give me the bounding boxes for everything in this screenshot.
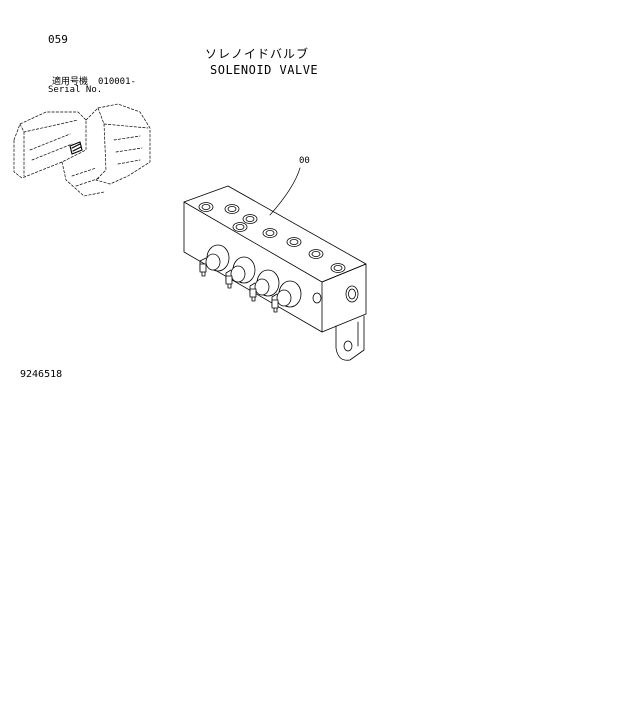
location-marker-icon (69, 141, 83, 155)
machine-location-sketch (13, 103, 151, 197)
callout-label: 00 (299, 156, 310, 166)
solenoid-coil-4 (271, 280, 302, 313)
serial-label-japanese: 適用号機 (52, 77, 89, 87)
title-english: SOLENOID VALVE (210, 63, 319, 77)
drawing-number: 9246518 (20, 369, 63, 380)
page-number: 059 (48, 33, 68, 46)
top-ports (198, 202, 346, 273)
leader-line (269, 167, 301, 216)
solenoid-coil-2 (225, 256, 256, 289)
serial-range: 010001- (98, 77, 136, 87)
solenoid-coil-1 (199, 244, 230, 277)
serial-label-english: Serial No. (48, 85, 103, 95)
solenoid-coil-3 (249, 269, 280, 302)
title-japanese: ソレノイドバルブ (205, 47, 310, 61)
